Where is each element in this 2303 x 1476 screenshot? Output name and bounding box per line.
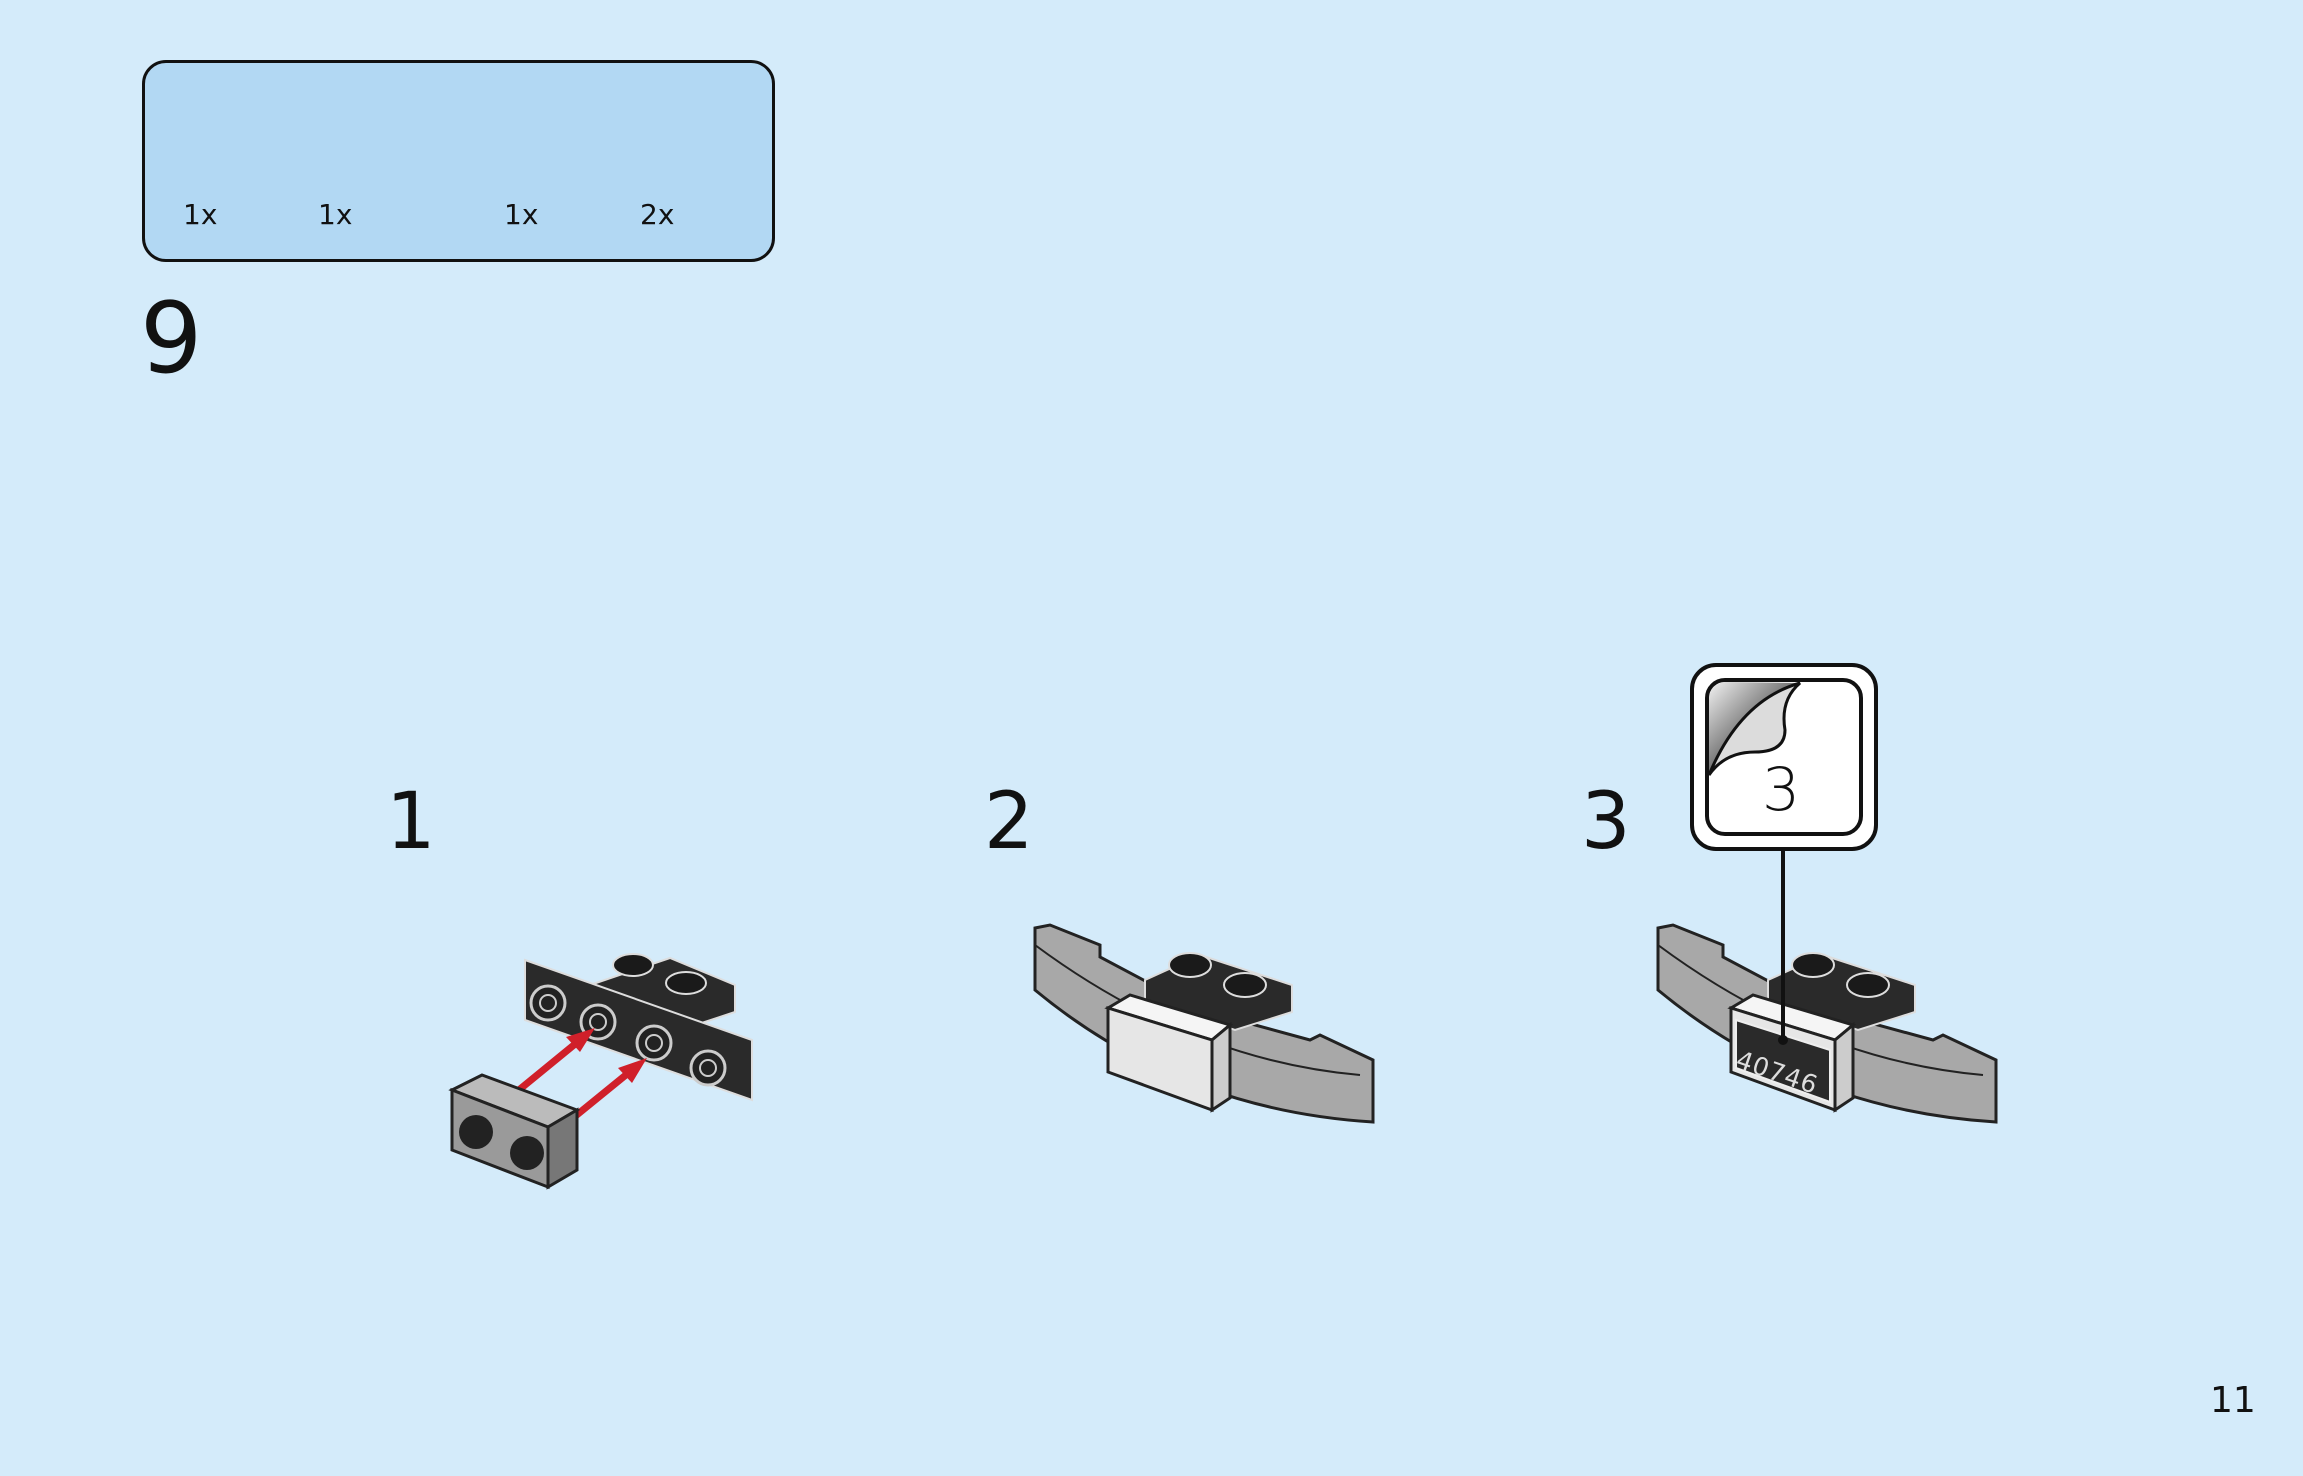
parts-list-box xyxy=(142,60,775,262)
substep-number: 2 xyxy=(984,777,1034,867)
page-number: 11 xyxy=(2210,1380,2256,1421)
part-quantity: 2x xyxy=(640,198,675,231)
white-tile-with-sticker xyxy=(1727,993,1857,1113)
part-quantity: 1x xyxy=(318,198,353,231)
white-tile xyxy=(1104,993,1234,1113)
step-number: 9 xyxy=(140,282,203,396)
gray-plate xyxy=(448,1073,581,1190)
substep-1-assembly xyxy=(448,953,753,1190)
part-quantity: 1x xyxy=(504,198,539,231)
sticker-40746 xyxy=(1735,1018,1831,1104)
black-bracket xyxy=(524,953,753,1102)
red-arrow-icon xyxy=(511,1028,647,1121)
substep-3-assembly xyxy=(1656,663,1998,1124)
substep-2-assembly xyxy=(1033,923,1375,1124)
substep-number: 3 xyxy=(1581,777,1631,867)
sticker-peel-icon xyxy=(1709,682,1800,775)
sticker-number: 3 xyxy=(1762,755,1801,825)
sticker-callout xyxy=(1690,663,1878,851)
part-quantity: 1x xyxy=(183,198,218,231)
substep-number: 1 xyxy=(386,777,436,867)
